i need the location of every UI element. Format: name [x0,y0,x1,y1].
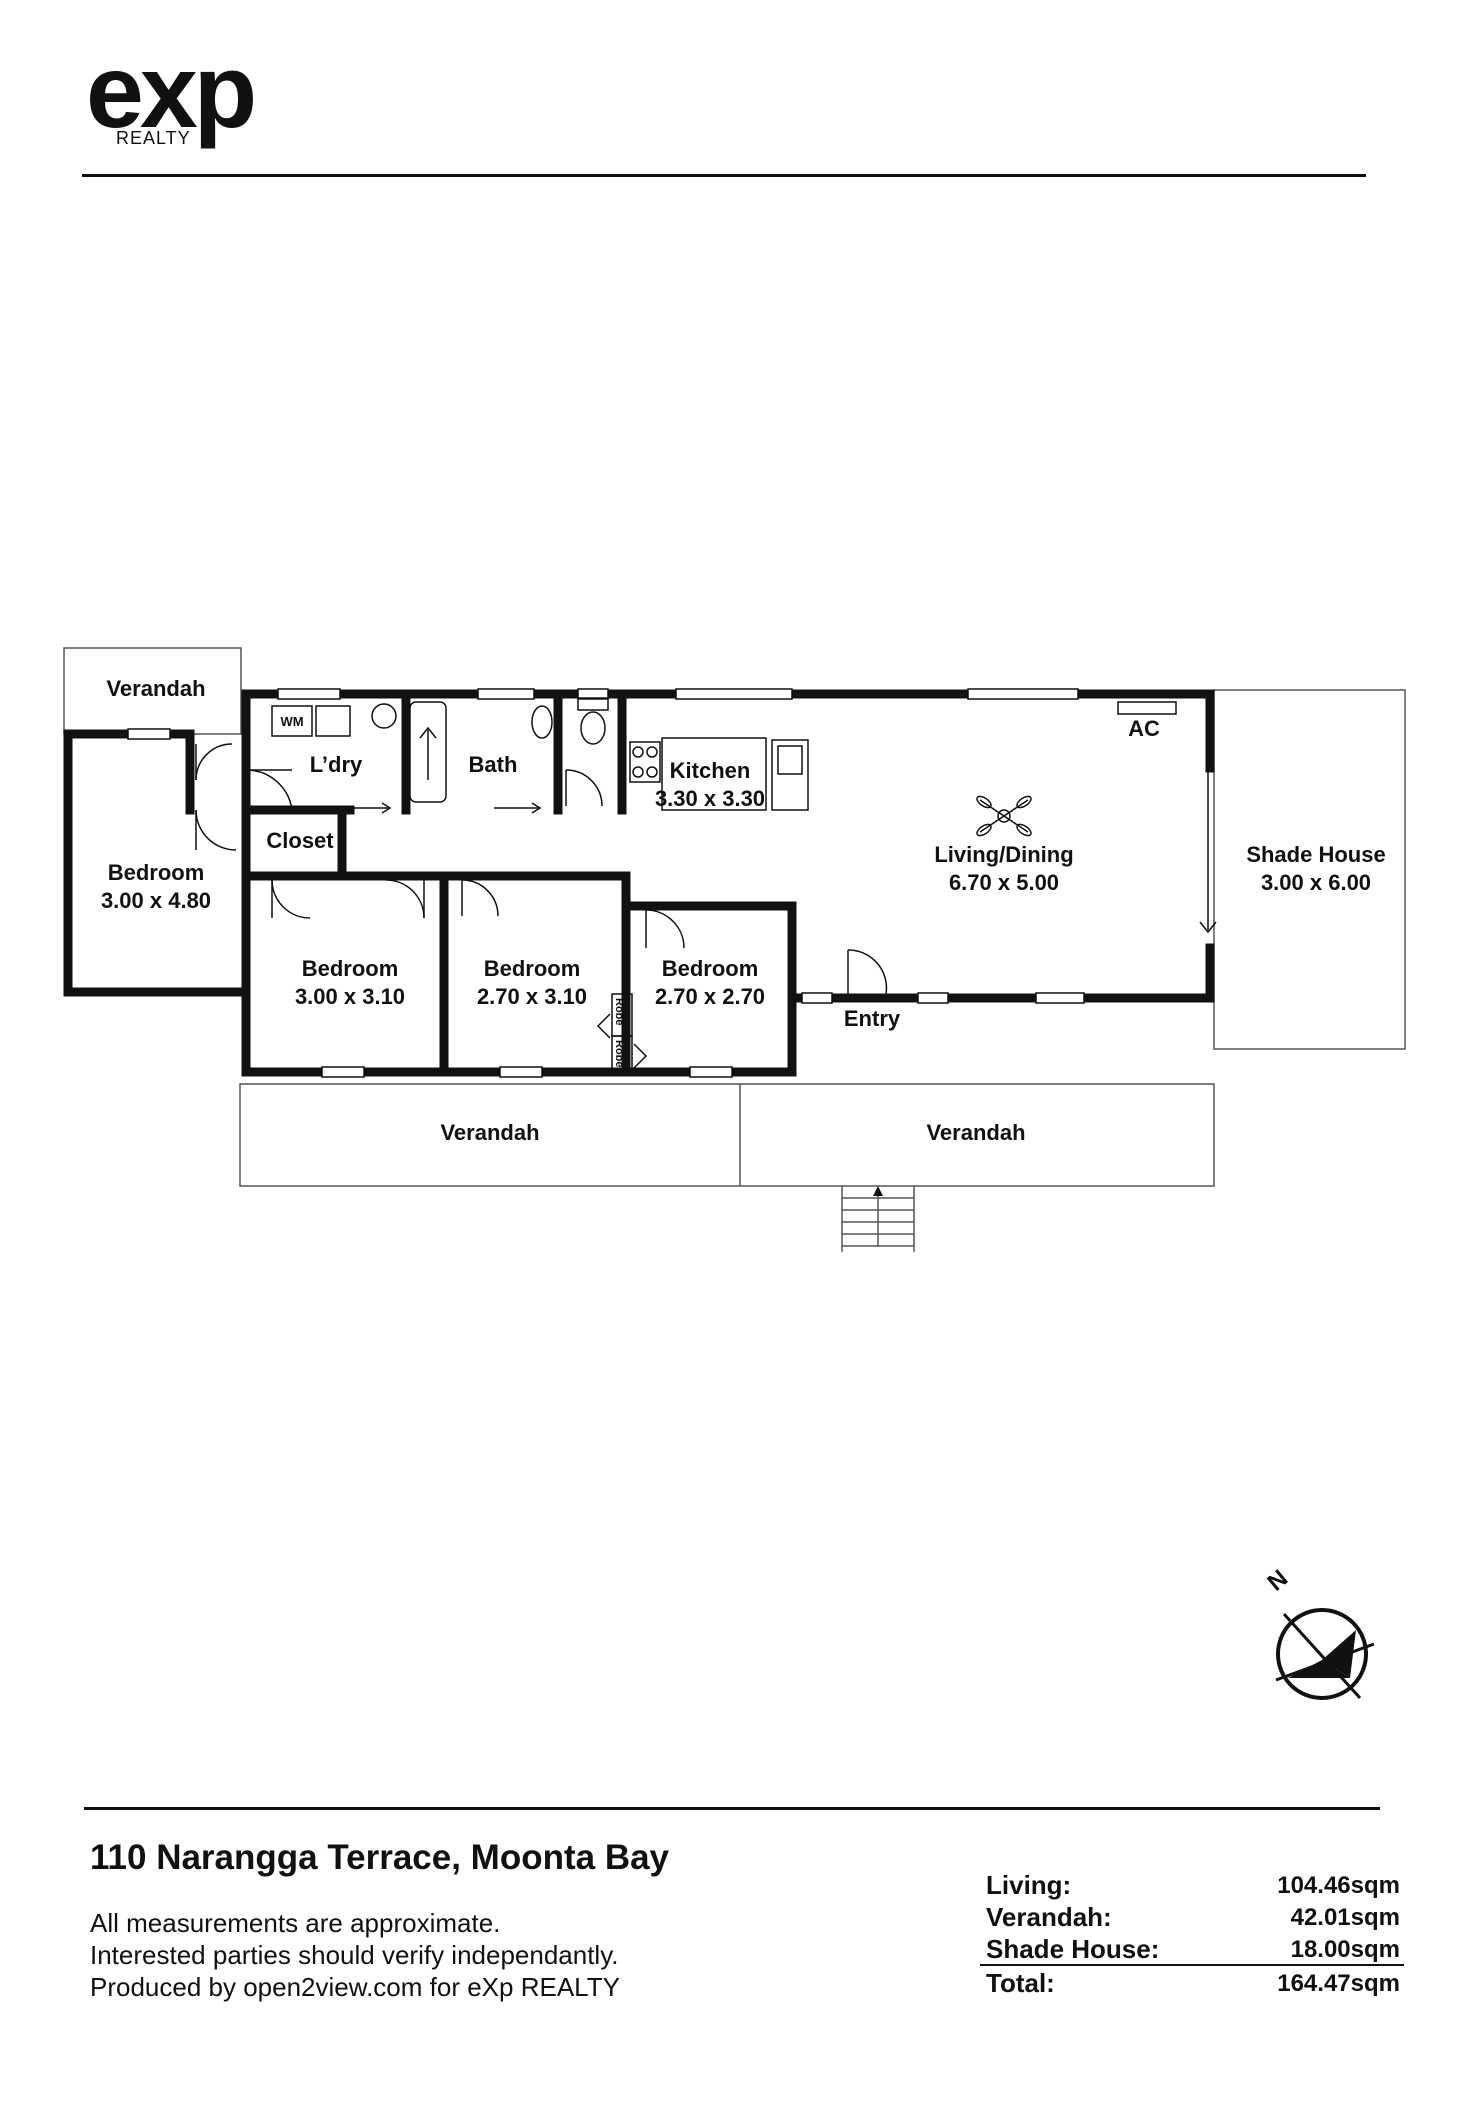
label-robe-1: Robe [613,998,625,1026]
north-compass: N [1263,1565,1375,1700]
label-bedroom-2: Bedroom [302,956,399,981]
label-entry: Entry [844,1006,901,1031]
area-living-value: 104.46sqm [1277,1872,1400,1899]
compass-north-label: N [1263,1565,1294,1597]
label-laundry: L’dry [310,752,363,777]
label-bedroom-w: Bedroom [108,860,205,885]
toilet-bowl [580,711,606,745]
brand-logo: exp [86,34,257,150]
size-bedroom-4: 2.70 x 2.70 [655,984,765,1009]
footer-divider [84,1807,1380,1810]
area-shade-house-value: 18.00sqm [1290,1936,1400,1963]
label-verandah-s2: Verandah [926,1120,1025,1145]
area-total-label: Total: [986,1968,1055,1998]
property-address: 110 Narangga Terrace, Moonta Bay [90,1838,670,1877]
outdoor-outlines [63,647,1406,1252]
disclaimer-line-2: Interested parties should verify indepen… [90,1940,619,1970]
disclaimer-line-3: Produced by open2view.com for eXp REALTY [90,1972,620,2002]
area-shade-house-label: Shade House: [986,1934,1160,1964]
air-conditioner [1117,701,1177,715]
laundry-tub [315,705,351,737]
label-wm: WM [280,714,303,729]
verandah-south-outline [239,1083,1215,1187]
doors [195,743,1217,995]
laundry-basin [371,703,397,729]
windows [127,688,1085,1078]
area-living-label: Living: [986,1870,1072,1900]
kitchen-bench [661,737,767,811]
entry-steps [841,1186,915,1252]
robe-2 [611,1035,633,1071]
size-kitchen: 3.30 x 3.30 [655,786,765,811]
label-bedroom-3: Bedroom [484,956,581,981]
size-bedroom-2: 3.00 x 3.10 [295,984,405,1009]
shade-house-outline [1213,689,1406,1050]
bath-basin [531,705,553,739]
label-closet: Closet [266,828,334,853]
kitchen-sink [771,739,809,811]
disclaimer-line-1: All measurements are approximate. [90,1908,501,1938]
label-verandah-nw: Verandah [106,676,205,701]
label-shade-house: Shade House [1246,842,1385,867]
ceiling-fan [976,795,1032,837]
label-bedroom-4: Bedroom [662,956,759,981]
area-verandah-label: Verandah: [986,1902,1112,1932]
header-divider [82,174,1366,177]
size-living: 6.70 x 5.00 [949,870,1059,895]
label-kitchen: Kitchen [670,758,751,783]
washing-machine [271,705,313,737]
size-bedroom-w: 3.00 x 4.80 [101,888,211,913]
size-shade-house: 3.00 x 6.00 [1261,870,1371,895]
toilet-cistern [577,697,609,711]
area-verandah-value: 42.01sqm [1290,1904,1400,1931]
fixtures [271,697,1177,1071]
bathtub [409,701,447,803]
cooktop [629,741,661,783]
size-bedroom-3: 2.70 x 3.10 [477,984,587,1009]
label-bath: Bath [469,752,518,777]
label-verandah-s1: Verandah [440,1120,539,1145]
brand-logo-subtitle: REALTY [116,128,191,148]
label-robe-2: Robe [613,1040,625,1068]
area-total-divider [980,1964,1404,1966]
label-living: Living/Dining [934,842,1073,867]
area-total-value: 164.47sqm [1277,1970,1400,1997]
label-ac: AC [1128,716,1160,741]
